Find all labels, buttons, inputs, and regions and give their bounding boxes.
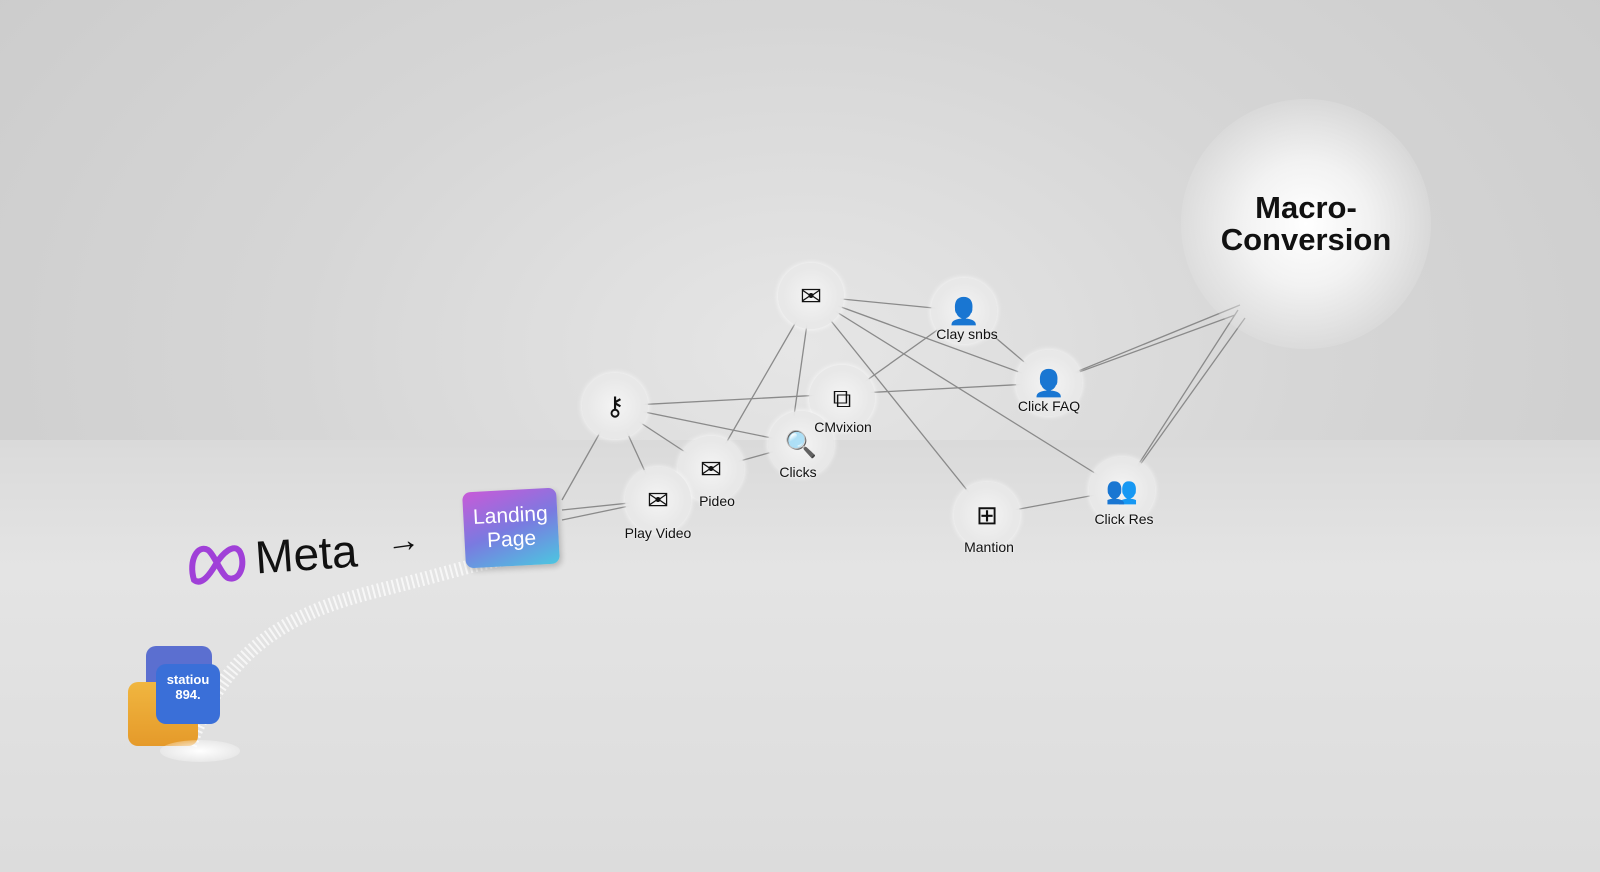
landing-line2: Page [486, 526, 537, 553]
node-mantion[interactable]: ⊞ [954, 482, 1020, 548]
envelope-user-icon: ✉ [700, 454, 722, 484]
node-label: Mantion [964, 539, 1014, 555]
edge [1121, 309, 1239, 491]
social-badge-text-2: 894. [175, 687, 201, 702]
envelope-icon: ✉ [647, 485, 669, 515]
meta-logo-icon [189, 545, 246, 585]
source-glow [160, 740, 240, 762]
node-label: CMvixion [814, 419, 872, 435]
node-label: Clicks [779, 464, 817, 480]
node-label: Click FAQ [1017, 398, 1081, 414]
envelope-chat-icon: ✉ [800, 281, 822, 311]
node-label: Play Video [624, 525, 692, 541]
edge [810, 295, 988, 516]
node-label: Click Res [1094, 511, 1154, 527]
edge [1048, 304, 1241, 384]
node-mail[interactable]: ✉ [778, 263, 844, 329]
node-label: Pideo [699, 493, 735, 509]
edge [810, 295, 1123, 491]
node-label: Clay snbs [936, 326, 998, 342]
node-clay[interactable]: 👤 [931, 278, 997, 344]
social-badge-text: statiou [166, 672, 210, 687]
landing-page-card[interactable]: Landing Page [462, 487, 560, 569]
floor-background [0, 440, 1600, 872]
key-icon: ⚷ [605, 391, 625, 421]
user-lock-icon: 👤 [947, 296, 981, 326]
copy-icon: ⧉ [832, 383, 852, 413]
user-icon: 👤 [1032, 368, 1066, 398]
macro-conversion-node[interactable]: Macro-Conversion [1181, 99, 1431, 349]
edge [810, 295, 1050, 384]
arrow-right-icon: → [383, 519, 423, 563]
meta-brand-text: Meta [253, 524, 359, 584]
node-play-video[interactable]: ✉ [625, 467, 691, 533]
node-click-faq[interactable]: 👤 [1016, 350, 1082, 416]
goal-line2: Conversion [1220, 222, 1392, 257]
dashboard-icon: ⊞ [976, 500, 998, 530]
goal-line1: Macro- [1255, 190, 1357, 225]
edge [1121, 317, 1246, 491]
node-click-res[interactable]: 👥 [1089, 457, 1155, 523]
search-icon: 🔍 [784, 429, 818, 459]
node-clicks[interactable]: 🔍 [768, 411, 834, 477]
group-icon: 👥 [1105, 475, 1139, 505]
node-key[interactable]: ⚷ [582, 373, 648, 439]
